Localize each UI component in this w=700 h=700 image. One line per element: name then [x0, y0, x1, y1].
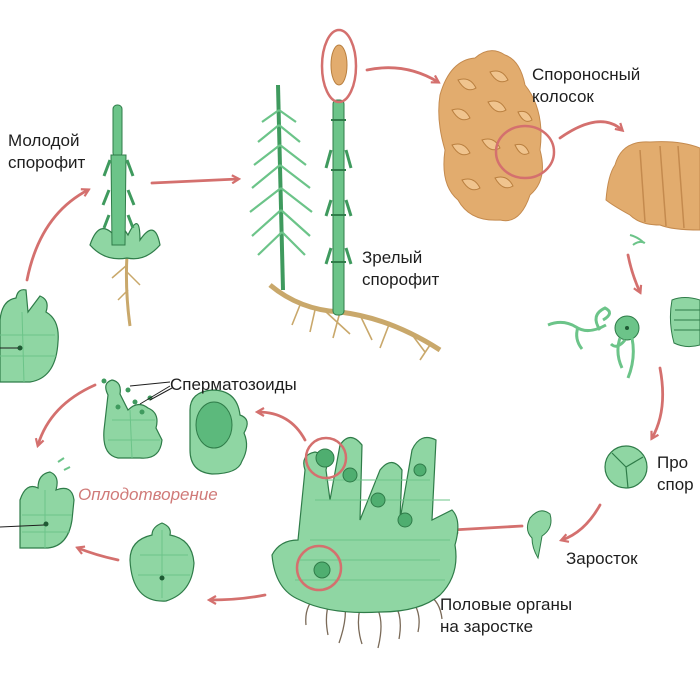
- arrow-spike-to-sporangia: [558, 120, 622, 140]
- arrow-mature-to-spike: [365, 66, 438, 82]
- label-prothallus: Заросток: [566, 549, 638, 568]
- arrow-prothallus-to-gametophyte: [452, 524, 524, 530]
- label-mature-sporophyte: Зрелый спорофит: [362, 248, 440, 289]
- fertilized-archegonium: [0, 457, 75, 549]
- sporangiophore: [605, 141, 700, 246]
- gametophyte: [271, 436, 459, 649]
- antheridium-open: [101, 378, 173, 459]
- spore-spike: [438, 50, 556, 222]
- arrow-young-to-mature: [150, 179, 238, 185]
- arrow-archegonium-to-zygote: [78, 548, 120, 562]
- arrow-sperm-to-egg: [38, 383, 97, 445]
- embryo-sporophyte: [0, 289, 59, 383]
- young-prothallus: [526, 510, 552, 560]
- arrow-spore-to-prothallus: [562, 503, 602, 540]
- label-fertilization: Оплодотворение: [78, 485, 218, 504]
- antheridium-closed: [189, 389, 248, 475]
- cycle-arrows: [25, 66, 665, 600]
- arrow-embryo-to-young: [25, 190, 88, 282]
- single-spore: [604, 445, 648, 489]
- spores-with-elaters: [547, 297, 700, 379]
- label-spores-partial: Про спор: [657, 453, 694, 494]
- arrow-gametophyte-to-sperm: [258, 412, 307, 442]
- label-spore-spike: Спороносный колосок: [532, 65, 641, 106]
- arrow-spores-to-spore: [652, 366, 665, 438]
- mature-sporophyte: [249, 28, 442, 361]
- arrow-gametophyte-to-archegonium: [210, 593, 267, 600]
- young-sporophyte: [89, 104, 161, 327]
- label-sperm: Сперматозоиды: [170, 375, 297, 394]
- arrow-sporangia-to-spores: [626, 253, 640, 292]
- label-young-sporophyte: Молодой спорофит: [8, 131, 86, 172]
- archegonium-with-egg: [129, 522, 195, 602]
- label-sex-organs: Половые органы на заростке: [440, 595, 573, 636]
